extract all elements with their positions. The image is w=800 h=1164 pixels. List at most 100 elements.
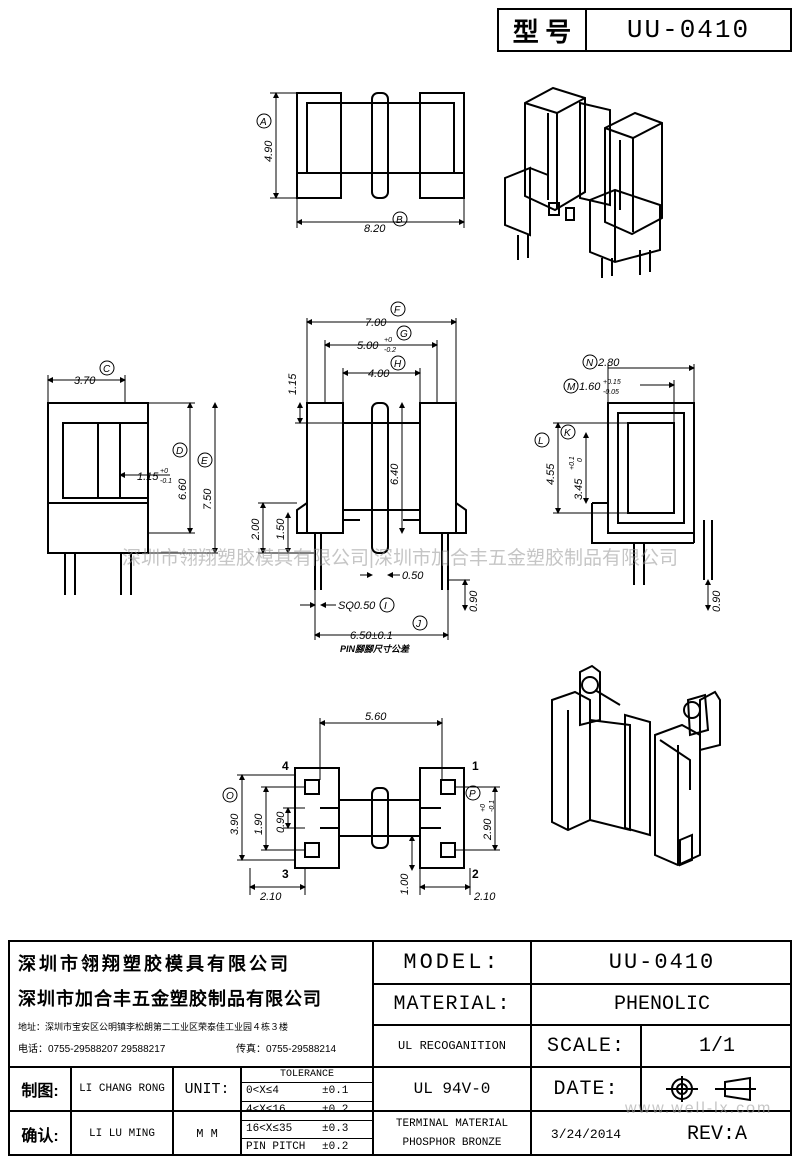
front-dim-090: 0.90 [468, 590, 480, 612]
title-block [8, 940, 792, 1156]
tolerance-row-tol: ±0.1 [322, 1085, 349, 1097]
watermark-site: www.well-lx.com [625, 1100, 773, 1117]
confirm-label: 确认: [21, 1128, 59, 1145]
tolerance-title: TOLERANCE [279, 1069, 334, 1080]
company-fax: 传真：0755-29588214 [236, 1044, 337, 1055]
tag-d: D [176, 446, 183, 457]
rev-value: REV:A [686, 1122, 747, 1146]
tolerance-row-range: PIN PITCH [246, 1141, 306, 1153]
dim-210-left: 2.10 [259, 891, 282, 903]
company-name-2: 深圳市加合丰五金塑胶制品有限公司 [18, 989, 322, 1009]
dim-m-text: 1.60 [579, 381, 601, 393]
tolerance-row-range: 16<X≤35 [246, 1123, 293, 1135]
dim-sq-text: SQ0.50 [338, 600, 376, 612]
tag-j: J [415, 619, 422, 630]
tolerance-row-range: 0<X≤4 [246, 1085, 280, 1097]
unit-label: UNIT: [184, 1080, 230, 1098]
company-address: 地址：深圳市宝安区公明镇李松朗第二工业区荣泰佳工业园４栋３楼 [18, 1022, 289, 1032]
unit-value: M M [196, 1127, 218, 1141]
dim-e-text: 7.50 [202, 488, 214, 510]
tag-l: L [538, 436, 544, 447]
dim-o-text: 3.90 [229, 813, 241, 835]
dim-m-tol-up: +0.15 [603, 379, 621, 386]
right-view [591, 402, 713, 585]
pin-label-4: 4 [282, 759, 289, 773]
tag-c: C [103, 364, 111, 375]
right-dim-090: 0.90 [711, 590, 723, 612]
dim-g-text: 5.00 [357, 340, 379, 352]
model-value: UU-0410 [608, 950, 716, 975]
dim-090-text: 0.90 [275, 811, 287, 833]
company-phone: 电话：0755-29588207 29588217 [18, 1044, 166, 1055]
tag-o: O [226, 791, 234, 802]
material-label: MATERIAL: [393, 993, 511, 1016]
tolerance-row-tol: ±0.2 [322, 1104, 349, 1116]
confirm-value: LI LU MING [88, 1128, 155, 1140]
dim-k-tol-dn: 0 [577, 458, 584, 462]
tag-i: I [384, 601, 387, 612]
side-tol-up: +0 [160, 468, 168, 475]
dim-g-tol-up: +0 [384, 337, 392, 344]
dim-650-text: 6.50±0.1 [350, 630, 393, 642]
front-dim-150: 1.50 [275, 518, 287, 540]
front-view [296, 402, 467, 590]
header-divider [585, 8, 587, 52]
tag-h: H [394, 359, 402, 370]
dim-f-text: 7.00 [365, 317, 387, 329]
iso-view-top [504, 86, 663, 278]
tag-f: F [394, 305, 401, 316]
tag-g: G [400, 329, 408, 340]
dim-560-text: 5.60 [365, 711, 387, 723]
dim-m-tol-dn: -0.05 [603, 389, 619, 396]
scale-label: SCALE: [546, 1034, 625, 1058]
date-label: DATE: [553, 1077, 619, 1101]
header-label: 型 号 [512, 17, 572, 47]
dim-190-text: 1.90 [253, 813, 265, 835]
made-value: LI CHANG RONG [79, 1083, 165, 1095]
dim-k-text: 3.45 [573, 478, 585, 500]
front-dim-115: 1.15 [287, 373, 299, 395]
front-dim-200: 2.00 [250, 518, 262, 541]
dim-n-text: 2.80 [597, 357, 620, 369]
tolerance-row-range: 4<X≤16 [246, 1104, 286, 1116]
dim-a-text: 4.90 [263, 140, 275, 162]
front-dim-050: 0.50 [402, 570, 424, 582]
dim-b-text: 8.20 [364, 223, 386, 235]
dim-d-text: 6.60 [177, 478, 189, 500]
made-label: 制图: [21, 1083, 59, 1100]
dim-p-tol-dn: -0.1 [489, 800, 496, 812]
header-model: UU-0410 [626, 15, 751, 45]
terminal-label-2: PHOSPHOR BRONZE [402, 1137, 502, 1149]
watermark-text: 深圳市翎翔塑胶模具有限公司|深圳市加合丰五金塑胶制品有限公司 [122, 548, 678, 569]
side-dim-115: 1.15 [137, 471, 159, 483]
dim-l-text: 4.55 [545, 463, 557, 485]
technical-drawing: A 4.90 8.20 B 3.70 C D 6.60 E 7.50 1.15 … [47, 86, 723, 903]
pin-label-1: 1 [472, 759, 479, 773]
material-value: PHENOLIC [613, 993, 710, 1016]
pin-note: PIN腳腳尺寸公差 [340, 644, 410, 654]
dim-k-tol-up: +0.1 [569, 456, 576, 470]
side-view [47, 402, 218, 595]
dim-p-text: 2.90 [482, 818, 494, 841]
front-dim-640: 6.40 [389, 463, 401, 485]
model-label: MODEL: [403, 950, 501, 975]
tag-a: A [259, 117, 267, 128]
ul-value: UL 94V-0 [413, 1080, 491, 1098]
terminal-label-1: TERMINAL MATERIAL [395, 1118, 509, 1130]
date-value: 3/24/2014 [550, 1126, 622, 1142]
dim-100-text: 1.00 [399, 873, 411, 895]
tag-e: E [201, 456, 208, 467]
dim-c-text: 3.70 [74, 375, 96, 387]
tag-k: K [564, 428, 572, 439]
tolerance-row-tol: ±0.2 [322, 1141, 349, 1153]
top-view [296, 92, 465, 199]
tag-n: N [586, 358, 594, 369]
iso-view-bottom [551, 664, 721, 867]
header-box [497, 8, 792, 52]
pin-label-3: 3 [282, 867, 289, 881]
tag-b: B [396, 215, 403, 226]
side-tol-dn: -0.1 [160, 478, 172, 485]
projection-symbol-icon [660, 1074, 770, 1109]
pin-label-2: 2 [472, 867, 479, 881]
dim-h-text: 4.00 [368, 368, 390, 380]
